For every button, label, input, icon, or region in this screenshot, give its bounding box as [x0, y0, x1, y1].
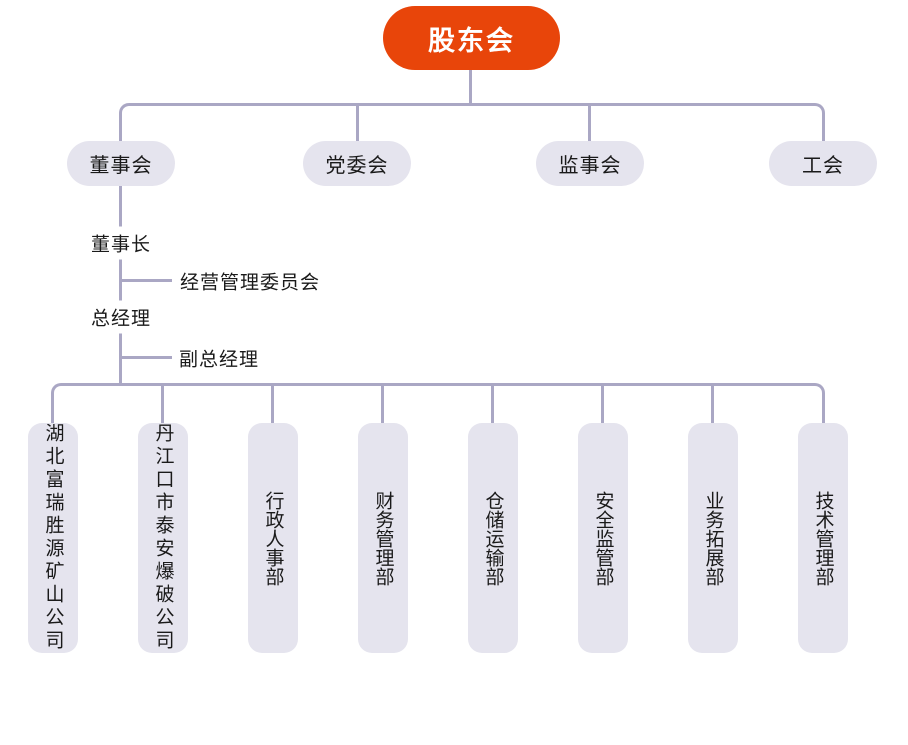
connector-stub-dept-2 [161, 385, 164, 423]
connector-stub-supervisory-board [588, 105, 591, 141]
connector-level2-elbow [119, 103, 825, 141]
label-deputy-general-manager: 副总经理 [177, 341, 262, 375]
node-supervisory-board: 监事会 [536, 141, 644, 186]
dept-danjiangkou-taian-blasting-company: 丹江口市泰安爆破公司 [138, 423, 188, 653]
connector-branch-management-committee [120, 279, 172, 282]
connector-branch-deputy-general-manager [120, 356, 172, 359]
node-party-committee: 党委会 [303, 141, 411, 186]
connector-stub-dept-7 [711, 385, 714, 423]
node-board-of-directors-label: 董事会 [89, 153, 153, 177]
connector-main-chain [119, 186, 122, 385]
connector-stub-dept-3 [271, 385, 274, 423]
dept-business-development: 业务拓展部 [688, 423, 738, 653]
root-node-shareholders-meeting: 股东会 [383, 6, 560, 70]
connector-stub-party-committee [356, 105, 359, 141]
connector-root-feed [469, 70, 472, 105]
dept-finance-management: 财务管理部 [358, 423, 408, 653]
dept-admin-hr: 行政人事部 [248, 423, 298, 653]
node-board-of-directors: 董事会 [67, 141, 175, 186]
node-labor-union: 工会 [769, 141, 877, 186]
connector-stub-dept-4 [381, 385, 384, 423]
connector-departments-elbow [51, 383, 825, 424]
dept-hubei-furui-mining-company: 湖北富瑞胜源矿山公司 [28, 423, 78, 653]
label-chairman: 董事长 [88, 226, 154, 260]
dept-warehouse-transport: 仓储运输部 [468, 423, 518, 653]
label-management-committee: 经营管理委员会 [178, 264, 323, 298]
label-general-manager: 总经理 [88, 300, 154, 334]
root-node-label: 股东会 [428, 25, 515, 57]
connector-stub-dept-6 [601, 385, 604, 423]
node-labor-union-label: 工会 [802, 153, 844, 177]
dept-tech-management: 技术管理部 [798, 423, 848, 653]
connector-stub-dept-5 [491, 385, 494, 423]
node-party-committee-label: 党委会 [325, 153, 389, 177]
node-supervisory-board-label: 监事会 [558, 153, 622, 177]
dept-safety-supervision: 安全监管部 [578, 423, 628, 653]
